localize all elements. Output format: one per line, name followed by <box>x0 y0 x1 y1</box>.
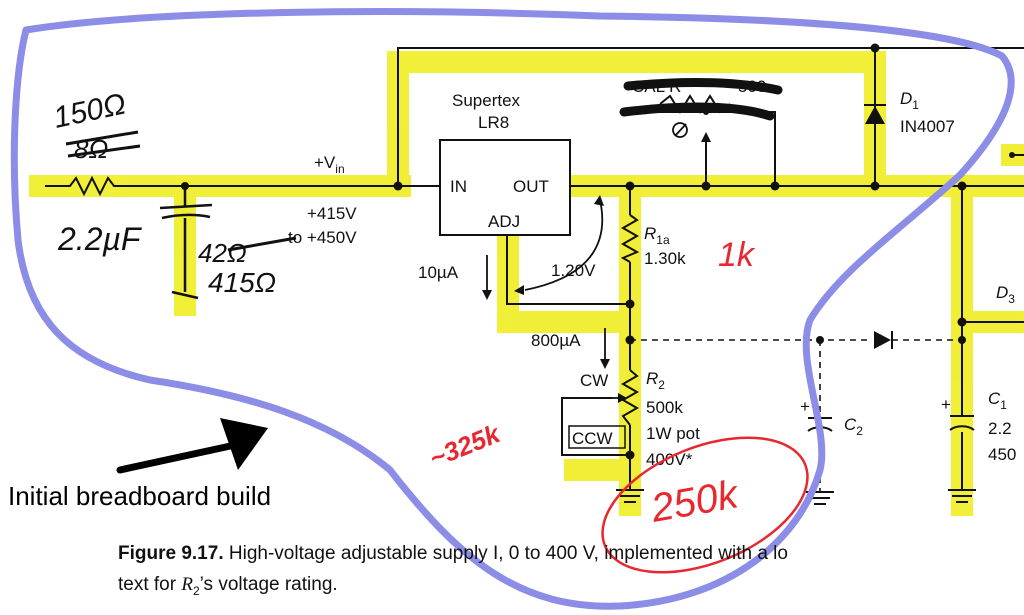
node-dot <box>1009 152 1015 158</box>
c1-value: 2.2 <box>988 419 1012 438</box>
node-dot <box>770 181 780 191</box>
node-dot <box>625 181 635 191</box>
caption-line-1: Figure 9.17. High-voltage adjustable sup… <box>118 538 1018 569</box>
vin-range-1: +415V <box>307 204 357 223</box>
annotation-note: Initial breadboard build <box>8 481 272 511</box>
r2-name: R2 <box>646 369 665 392</box>
strike-through-2 <box>619 102 775 121</box>
node-dot <box>701 181 711 191</box>
red-r1a-new: 1k <box>718 236 756 274</box>
hand-res-bottom: 415Ω <box>208 267 276 298</box>
ground-symbols <box>616 489 976 505</box>
node-dot <box>816 336 824 344</box>
ic-brand-label: Supertex <box>452 91 521 110</box>
ic-lr8-box <box>439 139 571 236</box>
ref-voltage-label: 1.20V <box>551 261 596 280</box>
arrow-head <box>618 393 627 403</box>
ic-pin-in: IN <box>450 177 467 196</box>
r1a-value: 1.30k <box>644 249 686 268</box>
divider-current-label: 800µA <box>531 331 581 350</box>
wire-adj <box>506 235 630 305</box>
arrow-head <box>594 195 604 206</box>
arrow-head <box>600 359 610 369</box>
node-dot <box>958 336 966 344</box>
r2-power: 1W pot <box>646 424 700 443</box>
hand-cap-value: 2.2µF <box>57 221 143 257</box>
adj-current-label: 10µA <box>418 263 459 282</box>
cal-adjust-slash <box>674 123 687 137</box>
hand-strike-2 <box>227 236 297 252</box>
breadboard-outline <box>10 8 1015 610</box>
c1-plus: + <box>941 395 951 414</box>
c2-plus: + <box>800 397 810 416</box>
hand-res-crossed-2: 42Ω <box>198 238 247 268</box>
strike-through-1 <box>623 78 783 95</box>
c2-name: C2 <box>844 415 863 438</box>
ic-pin-adj: ADJ <box>488 212 520 231</box>
wire-top-rail <box>397 47 1024 186</box>
input-capacitor-symbol <box>159 186 213 300</box>
c1-name: C1 <box>988 389 1007 412</box>
vin-range-2: to +450V <box>288 228 357 247</box>
caption-sub: 2 <box>192 583 200 598</box>
node-dot <box>625 450 635 460</box>
arrow-head <box>482 290 492 300</box>
ic-part-label: LR8 <box>478 113 509 132</box>
node-dot <box>870 43 880 53</box>
caption-line-2: text for R2’s voltage rating. <box>118 569 1018 607</box>
input-resistor-symbol <box>45 175 150 197</box>
arrow-head <box>701 132 711 142</box>
pointer-arrow-head <box>220 418 268 470</box>
red-r2-measured-2: 250k <box>647 472 743 531</box>
ground-r2 <box>616 489 644 503</box>
ref-voltage-arrow <box>524 199 604 291</box>
ccw-box <box>568 425 626 449</box>
diode-d2-symbol <box>874 331 891 349</box>
cw-label: CW <box>580 371 608 390</box>
node-dot <box>957 181 967 191</box>
d1-part: IN4007 <box>900 117 955 136</box>
node-dot <box>625 335 635 345</box>
red-circle <box>601 436 809 574</box>
node-dot <box>393 181 403 191</box>
figure-caption: Figure 9.17. High-voltage adjustable sup… <box>118 538 1018 607</box>
d1-name: D1 <box>900 89 919 112</box>
r2-value: 500k <box>646 398 683 417</box>
r1a-resistor-symbol <box>620 214 640 263</box>
ground-c1 <box>948 489 976 503</box>
wire-pot-top <box>622 111 776 186</box>
dashed-optional-path <box>630 339 962 492</box>
highlighter-traces <box>29 51 1024 516</box>
caption-text-3: ’s voltage rating. <box>199 574 338 595</box>
ccw-label: CCW <box>572 429 613 448</box>
r2-pot-symbol <box>620 369 640 426</box>
arrow-head <box>514 285 524 295</box>
vin-label: +Vin <box>314 153 345 176</box>
caption-text-2: text for <box>118 574 182 595</box>
cal-adjust-icon <box>672 122 688 138</box>
d3-name: D3 <box>996 283 1015 306</box>
figure-number: Figure 9.17. <box>118 543 224 564</box>
c1-plate-bottom <box>949 425 975 431</box>
node-dot <box>870 181 880 191</box>
caption-symbol: R <box>181 574 193 595</box>
wire-ccw-loop <box>561 397 630 456</box>
caption-text-1: High-voltage adjustable supply I, 0 to 4… <box>228 543 788 564</box>
pointer-arrow-shaft <box>116 441 239 474</box>
red-r2-measured-1: ~325k <box>425 418 505 474</box>
diode-d1-symbol <box>865 106 885 124</box>
ic-pin-out: OUT <box>513 177 549 196</box>
node-dot <box>625 299 635 309</box>
r1a-name: R1a <box>644 224 670 247</box>
hand-strike-1 <box>65 130 141 158</box>
hand-res-top: 150Ω <box>51 87 129 134</box>
c1-rating: 450 <box>988 445 1016 464</box>
node-dot <box>957 317 967 327</box>
